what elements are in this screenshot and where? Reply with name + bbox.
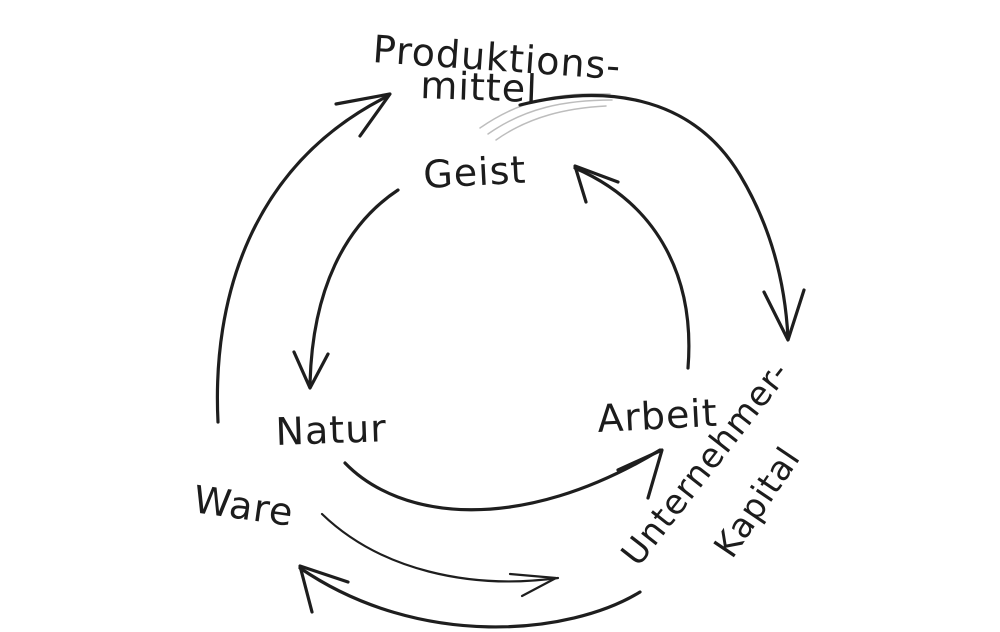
inner-arrow-arbeit-to-geist	[573, 164, 691, 370]
outer-arrow-produktionsmittel-to-unternehmerkapital	[518, 94, 806, 342]
lower-arc-arrow	[320, 512, 560, 598]
label-ware: Ware	[191, 477, 297, 535]
label-mittel: mittel	[420, 63, 539, 111]
inner-arrow-natur-to-arbeit	[343, 448, 664, 512]
label-geist: Geist	[422, 148, 527, 197]
label-arbeit: Arbeit	[596, 391, 719, 441]
inner-arrow-geist-to-natur	[292, 188, 400, 390]
label-natur: Natur	[275, 406, 388, 454]
outer-arrow-ware-to-produktionsmittel	[215, 92, 392, 424]
outer-arrow-unternehmerkapital-to-ware	[298, 564, 642, 629]
